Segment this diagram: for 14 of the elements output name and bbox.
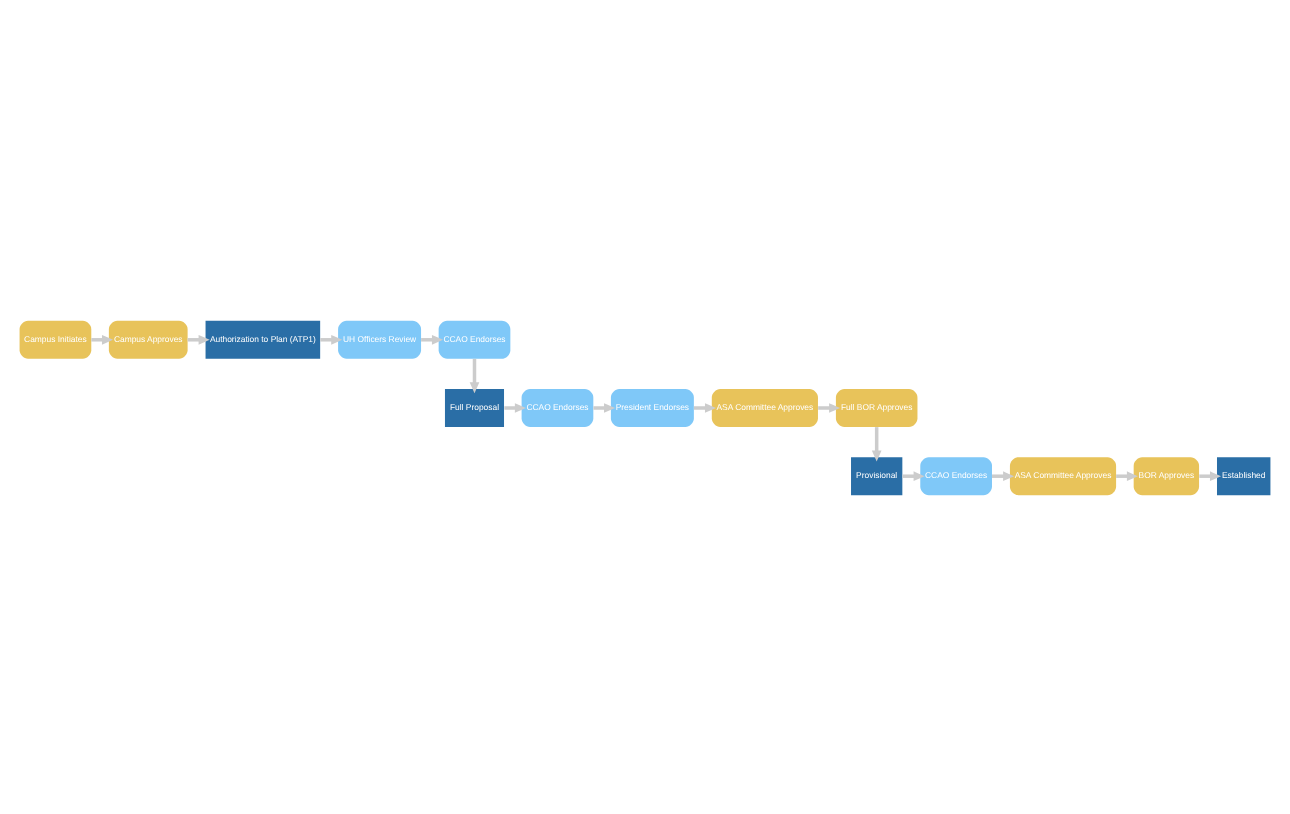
arrow xyxy=(1116,470,1138,481)
arrow xyxy=(187,333,210,344)
arrow xyxy=(504,402,526,412)
arrow xyxy=(1199,470,1222,481)
arrow xyxy=(421,333,443,344)
arrow xyxy=(818,402,841,412)
arrow xyxy=(593,402,616,412)
arrow xyxy=(871,426,882,461)
arrow xyxy=(902,470,925,481)
arrow xyxy=(693,402,717,412)
arrow xyxy=(320,333,343,344)
arrow xyxy=(992,470,1015,481)
arrow xyxy=(469,357,480,393)
arrow xyxy=(91,333,114,344)
